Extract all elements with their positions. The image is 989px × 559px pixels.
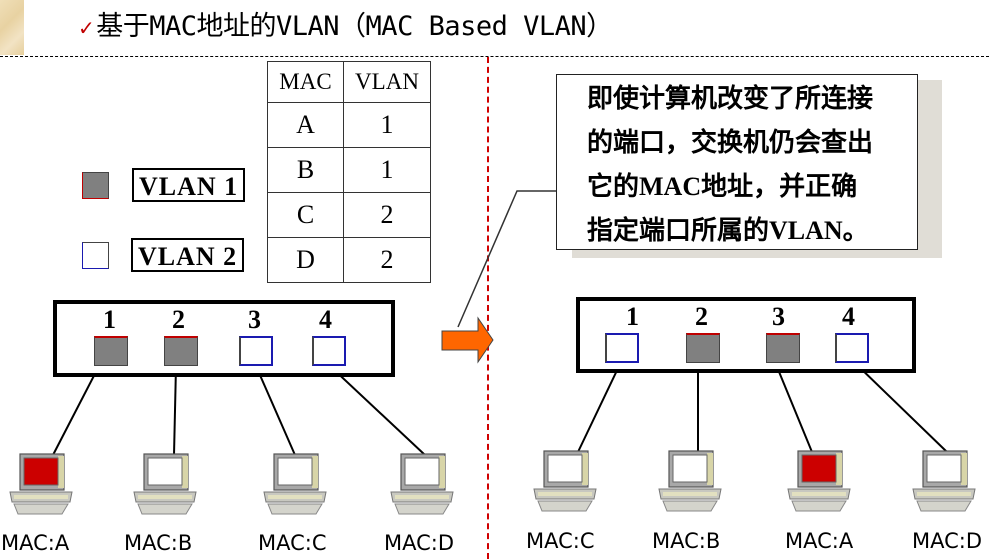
callout-line: 的端口，交换机仍会查出 [587, 128, 874, 157]
cell-vlan: 1 [343, 147, 431, 193]
port-number: 2 [695, 302, 708, 331]
computer-label: MAC:D [912, 529, 983, 553]
computer-label: MAC:C [258, 531, 327, 555]
legend-label-vlan1: VLAN 1 [132, 168, 246, 202]
before-after-divider [487, 57, 489, 559]
table-row: B 1 [267, 147, 431, 193]
computer-label: MAC:C [526, 529, 595, 553]
slide-texture-corner [0, 0, 24, 55]
title-divider [0, 56, 989, 57]
cell-mac: B [267, 147, 344, 193]
switch-port-vlan1 [94, 336, 128, 366]
port-number: 3 [772, 302, 785, 331]
table-row: D 2 [267, 237, 431, 283]
cell-vlan: 2 [343, 237, 431, 283]
switch-port-vlan2 [835, 333, 869, 363]
port-number: 4 [842, 302, 855, 331]
callout-line: 指定端口所属的VLAN。 [587, 216, 869, 245]
port-number: 1 [103, 305, 116, 334]
cable-before-port1 [52, 365, 100, 456]
mac-vlan-table: MAC VLAN A 1 B 1 C 2 D 2 [267, 61, 431, 283]
computer-icon [911, 449, 977, 515]
computer-icon [389, 452, 455, 518]
computer-label: MAC:D [384, 531, 455, 555]
computer-label: MAC:B [124, 531, 193, 555]
switch-port-vlan1 [766, 333, 800, 363]
column-header-mac: MAC [267, 61, 344, 103]
callout-box: 即使计算机改变了所连接 的端口，交换机仍会查出 它的MAC地址，并正确 指定端口… [556, 74, 918, 250]
computer-icon [8, 452, 74, 518]
switch-port-vlan2 [605, 333, 639, 363]
table-row: C 2 [267, 192, 431, 238]
callout-line: 即使计算机改变了所连接 [587, 84, 874, 113]
cable-after-port1 [577, 361, 622, 453]
computer-icon [262, 452, 328, 518]
computer-icon [657, 449, 723, 515]
slide-title-text: 基于MAC地址的VLAN（MAC Based VLAN） [96, 11, 613, 42]
switch-port-vlan1 [164, 336, 198, 366]
transition-arrow-icon [441, 316, 494, 364]
switch-port-vlan1 [686, 333, 720, 363]
cable-before-port4 [329, 365, 426, 456]
switch-port-vlan2 [239, 336, 273, 366]
cell-mac: D [267, 237, 344, 283]
callout-line: 它的MAC地址，并正确 [587, 172, 858, 201]
slide-title: ✓基于MAC地址的VLAN（MAC Based VLAN） [78, 4, 613, 43]
cell-mac: A [267, 102, 344, 148]
computer-icon [132, 452, 198, 518]
computer-label: MAC:B [652, 529, 721, 553]
computer-icon [532, 449, 598, 515]
cable-before-port3 [255, 365, 296, 456]
legend-swatch-vlan1 [82, 172, 109, 199]
port-number: 2 [172, 305, 185, 334]
computer-label: MAC:A [785, 529, 854, 553]
cable-after-port3 [774, 361, 813, 453]
cable-before-port2 [173, 365, 177, 456]
legend-swatch-vlan2 [82, 242, 109, 269]
table-header-row: MAC VLAN [267, 61, 431, 103]
legend-label-vlan2: VLAN 2 [131, 238, 245, 272]
port-number: 4 [319, 305, 332, 334]
callout-pointer-line [457, 190, 556, 328]
checkmark-icon: ✓ [78, 16, 95, 40]
switch-port-vlan2 [312, 336, 346, 366]
port-number: 1 [626, 302, 639, 331]
cable-after-port4 [853, 361, 948, 453]
computer-label: MAC:A [1, 531, 70, 555]
port-number: 3 [248, 305, 261, 334]
cell-vlan: 1 [343, 102, 431, 148]
computer-icon [786, 449, 852, 515]
table-row: A 1 [267, 102, 431, 148]
